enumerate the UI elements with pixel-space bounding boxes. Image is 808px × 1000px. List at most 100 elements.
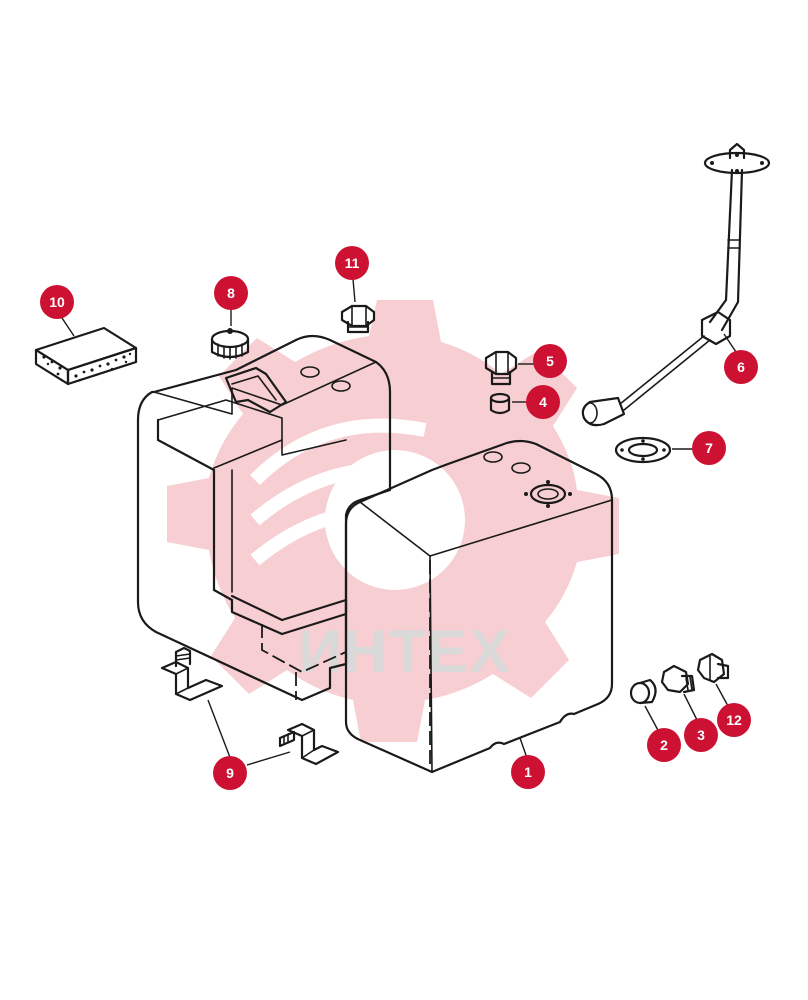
sender-gasket-drawing (614, 436, 672, 464)
right-tank-drawing (344, 439, 614, 774)
right-tank-hole-2 (511, 462, 531, 474)
left-tank-cutout (156, 418, 348, 636)
callout-11-circle (335, 246, 369, 280)
gasket-hole-3 (641, 439, 645, 443)
sender-float-housing (700, 310, 732, 346)
callout-7-label: 7 (705, 440, 713, 456)
callout-2-circle (647, 728, 681, 762)
bushing-body (489, 396, 511, 415)
gasket-hole-4 (641, 457, 645, 461)
plug-head-face (351, 305, 367, 327)
pad-side (66, 346, 138, 386)
left-tank-drawing (136, 334, 392, 702)
leader-lines (61, 278, 737, 766)
filler-neck (224, 366, 288, 414)
mounting-bracket-drawing (160, 646, 340, 766)
cap-ribs (217, 343, 243, 360)
bolt-head (484, 350, 518, 376)
callout-6-circle (724, 350, 758, 384)
watermark-text: ИНТЕХ (298, 618, 511, 685)
insulation-pad-drawing (34, 326, 138, 386)
pad-texture (42, 352, 132, 382)
cap-knob (227, 328, 233, 334)
sender-flange-hole-1 (710, 161, 714, 165)
callout-9-circle (213, 756, 247, 790)
sender-terminal (728, 142, 746, 160)
callout-2: 2 (647, 728, 681, 762)
filler-neck-detail (231, 375, 277, 401)
bolt-head-face (495, 351, 509, 375)
callout-12: 12 (717, 703, 751, 737)
right-tank-outline (344, 439, 614, 774)
left-tank-inner-wall (231, 439, 347, 593)
drain-parts-drawing (629, 652, 730, 705)
gasket-hole-1 (620, 448, 624, 452)
leader-3 (683, 693, 699, 723)
callout-1-label: 1 (524, 764, 532, 780)
callout-5: 5 (533, 344, 567, 378)
callout-12-circle (717, 703, 751, 737)
callout-5-circle (533, 344, 567, 378)
leader-1 (519, 737, 528, 759)
gasket-inner (627, 442, 659, 458)
left-tank-hidden-edges (213, 470, 347, 700)
callout-8-circle (214, 276, 248, 310)
sender-flange-hole-3 (735, 153, 739, 157)
bracket-lower-stud (278, 730, 296, 748)
plug-head (340, 304, 376, 328)
sender-tube (708, 168, 744, 332)
fuel-level-sender-drawing (581, 142, 771, 427)
callout-5-label: 5 (546, 353, 554, 369)
callout-7: 7 (692, 431, 726, 465)
bracket-lower (278, 722, 340, 766)
sender-port-bolt-1 (524, 492, 528, 496)
callout-10-label: 10 (49, 294, 65, 310)
callout-6: 6 (724, 350, 758, 384)
callout-3-circle (684, 718, 718, 752)
leader-9b (246, 751, 291, 766)
sender-float-end (582, 402, 598, 424)
sender-port-inner (537, 488, 559, 500)
bolt-drawing (484, 350, 518, 386)
callout-9-label: 9 (226, 765, 234, 781)
left-tank-hole-2 (331, 380, 351, 392)
sender-port-bolt-3 (546, 480, 550, 484)
pad-front (34, 348, 70, 386)
callout-11: 11 (335, 246, 369, 280)
callout-1-circle (511, 755, 545, 789)
right-tank-hole-1 (483, 451, 503, 463)
sender-tube-mark (727, 239, 741, 249)
drain-plug-drawing (660, 664, 696, 694)
callout-6-label: 6 (737, 359, 745, 375)
plug-drawing (340, 304, 376, 334)
drain-cap-drawing (629, 678, 657, 705)
bushing-drawing (489, 392, 511, 415)
callout-3: 3 (684, 718, 718, 752)
callout-1: 1 (511, 755, 545, 789)
sender-flange-hole-4 (735, 169, 739, 173)
bracket-upper (160, 646, 224, 702)
callout-7-circle (692, 431, 726, 465)
callout-4-circle (526, 385, 560, 419)
leader-10 (61, 317, 75, 337)
gasket-hole-2 (662, 448, 666, 452)
callout-4: 4 (526, 385, 560, 419)
sender-float (581, 396, 626, 427)
leader-9a (207, 699, 232, 761)
filler-cap-drawing (210, 328, 250, 360)
drain-valve-drawing (696, 652, 730, 684)
callout-11-label: 11 (345, 255, 360, 271)
sender-port (529, 483, 567, 505)
callout-4-label: 4 (539, 394, 547, 410)
sender-port-bolt-4 (546, 504, 550, 508)
left-tank-cutout-top (157, 399, 283, 469)
callout-10-circle (40, 285, 74, 319)
callout-8: 8 (214, 276, 248, 310)
sender-flange-hole-2 (760, 161, 764, 165)
sender-arm (619, 335, 711, 411)
sender-port-bolt-2 (568, 492, 572, 496)
left-tank-outline (136, 334, 392, 702)
leader-12 (715, 683, 729, 707)
